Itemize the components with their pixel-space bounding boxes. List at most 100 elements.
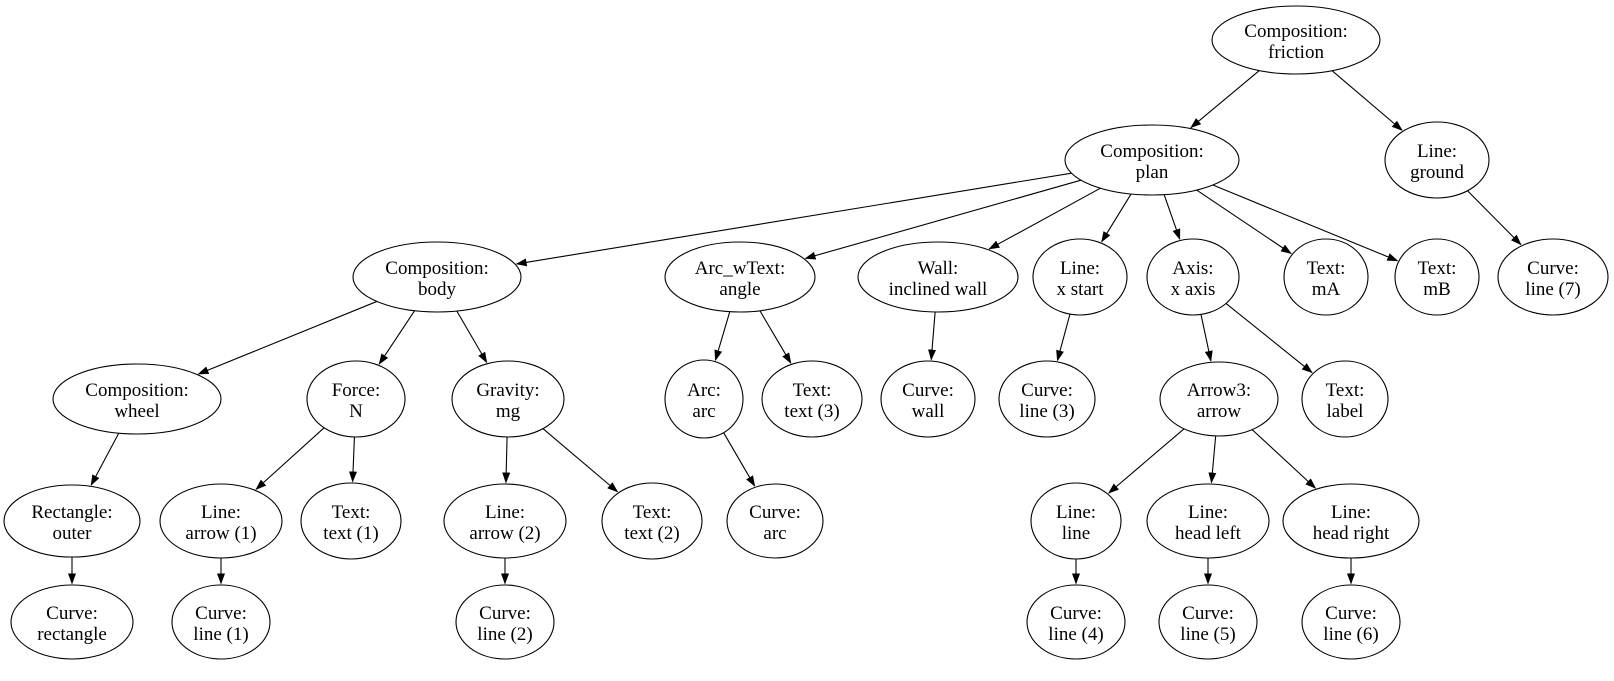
node-arrow1-label: Line:arrow (1): [185, 502, 256, 544]
node-mB-label-line1: Text:: [1418, 258, 1457, 279]
node-curve_line4-label-line2: line (4): [1048, 624, 1103, 645]
node-curve_wall-label: Curve:wall: [902, 380, 954, 422]
node-arrow1-label-line2: arrow (1): [185, 523, 256, 544]
node-line7: Curve:line (7): [1497, 238, 1609, 316]
node-text2-ellipse: [601, 482, 703, 560]
node-text3-label-line2: text (3): [784, 401, 839, 422]
edge-friction-plan: [1190, 70, 1260, 129]
node-wheel: Composition:wheel: [52, 363, 222, 435]
edge-angle-text3: [759, 310, 792, 364]
node-rect_outer-label-line1: Rectangle:: [31, 502, 112, 523]
node-text1: Text:text (1): [300, 482, 402, 560]
node-ground-label: Line:ground: [1410, 141, 1464, 183]
node-wall-label: Wall:inclined wall: [889, 258, 988, 300]
node-wheel-label-line2: wheel: [114, 401, 159, 422]
node-curve_line6: Curve:line (6): [1301, 584, 1401, 660]
edge-force-text1: [349, 436, 358, 483]
node-curve_wall-label-line2: wall: [912, 401, 945, 422]
node-x_start-ellipse: [1032, 238, 1128, 316]
node-curve_line5: Curve:line (5): [1158, 584, 1258, 660]
node-arrow3-label: Arrow3:arrow: [1187, 380, 1251, 422]
edge-x_start-curve_line3: [1056, 313, 1071, 362]
node-wheel-ellipse: [52, 363, 222, 435]
node-wheel-label: Composition:wheel: [85, 380, 188, 422]
edge-arrow3-head_right: [1251, 429, 1317, 489]
node-curve_line3-ellipse: [998, 360, 1096, 438]
edge-plan-mB: [1212, 184, 1399, 262]
node-text1-label: Text:text (1): [323, 502, 378, 544]
node-arc-label-line2: arc: [692, 401, 715, 422]
node-line7-label-line1: Curve:: [1527, 258, 1579, 279]
node-curve_line1-ellipse: [171, 584, 271, 660]
node-force-label-line1: Force:: [332, 380, 381, 401]
edge-angle-arc: [714, 311, 731, 362]
node-mB-label-line2: mB: [1423, 279, 1450, 300]
node-curve_line2-label: Curve:line (2): [477, 603, 532, 645]
edge-ground-line7: [1467, 190, 1522, 246]
edge-body-force: [378, 310, 416, 365]
edge-plan-body: [515, 172, 1072, 267]
node-body: Composition:body: [352, 241, 522, 313]
edge-wheel-rect_outer: [90, 432, 120, 486]
node-rect_outer-label-line2: outer: [52, 523, 92, 544]
node-curve_line6-label-line2: line (6): [1323, 624, 1378, 645]
node-rect_outer-ellipse: [3, 484, 141, 558]
node-head_right-label-line1: Line:: [1331, 502, 1371, 523]
node-line7-label-line2: line (7): [1525, 279, 1580, 300]
node-text2-label: Text:text (2): [624, 502, 679, 544]
node-head_left: Line:head left: [1146, 483, 1270, 559]
node-curve_arc-label: Curve:arc: [749, 502, 801, 544]
node-friction-label: Composition:friction: [1244, 21, 1347, 63]
node-curve_line2: Curve:line (2): [455, 584, 555, 660]
node-mB: Text:mB: [1394, 238, 1480, 316]
node-arrow3: Arrow3:arrow: [1159, 361, 1279, 437]
node-curve_arc: Curve:arc: [726, 483, 824, 559]
edge-x_axis-arrow3: [1200, 314, 1213, 362]
edge-arrow3-line_line: [1108, 428, 1185, 494]
node-curve_line2-label-line2: line (2): [477, 624, 532, 645]
node-x_start-label: Line:x start: [1057, 258, 1105, 300]
node-angle: Arc_wText:angle: [664, 241, 816, 313]
node-force-label: Force:N: [332, 380, 381, 422]
edge-plan-x_axis: [1163, 194, 1181, 241]
node-gravity-label: Gravity:mg: [476, 380, 539, 422]
node-mA-label-line1: Text:: [1307, 258, 1346, 279]
node-curve_line4: Curve:line (4): [1026, 584, 1126, 660]
node-curve_line5-label-line2: line (5): [1180, 624, 1235, 645]
node-curve_line1-label-line2: line (1): [193, 624, 248, 645]
node-plan-ellipse: [1064, 124, 1240, 196]
node-curve_rect: Curve:rectangle: [10, 584, 134, 660]
edges-layer: [68, 70, 1522, 585]
node-mA: Text:mA: [1283, 238, 1369, 316]
node-curve_rect-label-line2: rectangle: [37, 624, 107, 645]
node-curve_rect-ellipse: [10, 584, 134, 660]
node-line_line: Line:line: [1030, 482, 1122, 560]
node-plan-label-line2: plan: [1136, 162, 1169, 183]
node-arrow3-label-line2: arrow: [1197, 401, 1242, 422]
node-ground-ellipse: [1384, 121, 1490, 199]
edge-gravity-text2: [542, 428, 619, 493]
node-arrow2-label-line2: arrow (2): [469, 523, 540, 544]
edge-body-gravity: [456, 310, 488, 364]
node-arrow2-ellipse: [443, 483, 567, 559]
node-curve_line5-label: Curve:line (5): [1180, 603, 1235, 645]
node-arrow3-ellipse: [1159, 361, 1279, 437]
edge-x_axis-label: [1225, 303, 1313, 374]
node-curve_line3-label-line2: line (3): [1019, 401, 1074, 422]
node-ground: Line:ground: [1384, 121, 1490, 199]
node-text2: Text:text (2): [601, 482, 703, 560]
node-x_start-label-line2: x start: [1057, 279, 1105, 300]
node-rect_outer-label: Rectangle:outer: [31, 502, 112, 544]
node-head_right: Line:head right: [1282, 483, 1420, 559]
node-x_start-label-line1: Line:: [1060, 258, 1100, 279]
node-label-ellipse: [1301, 360, 1389, 438]
node-curve_line2-label-line1: Curve:: [479, 603, 531, 624]
edge-plan-angle: [804, 179, 1082, 260]
node-gravity-ellipse: [451, 360, 565, 438]
edge-arc-curve_arc: [723, 432, 756, 487]
node-arc-label: Arc:arc: [687, 380, 721, 422]
node-arc-ellipse: [664, 359, 744, 439]
node-body-ellipse: [352, 241, 522, 313]
node-curve_wall-label-line1: Curve:: [902, 380, 954, 401]
